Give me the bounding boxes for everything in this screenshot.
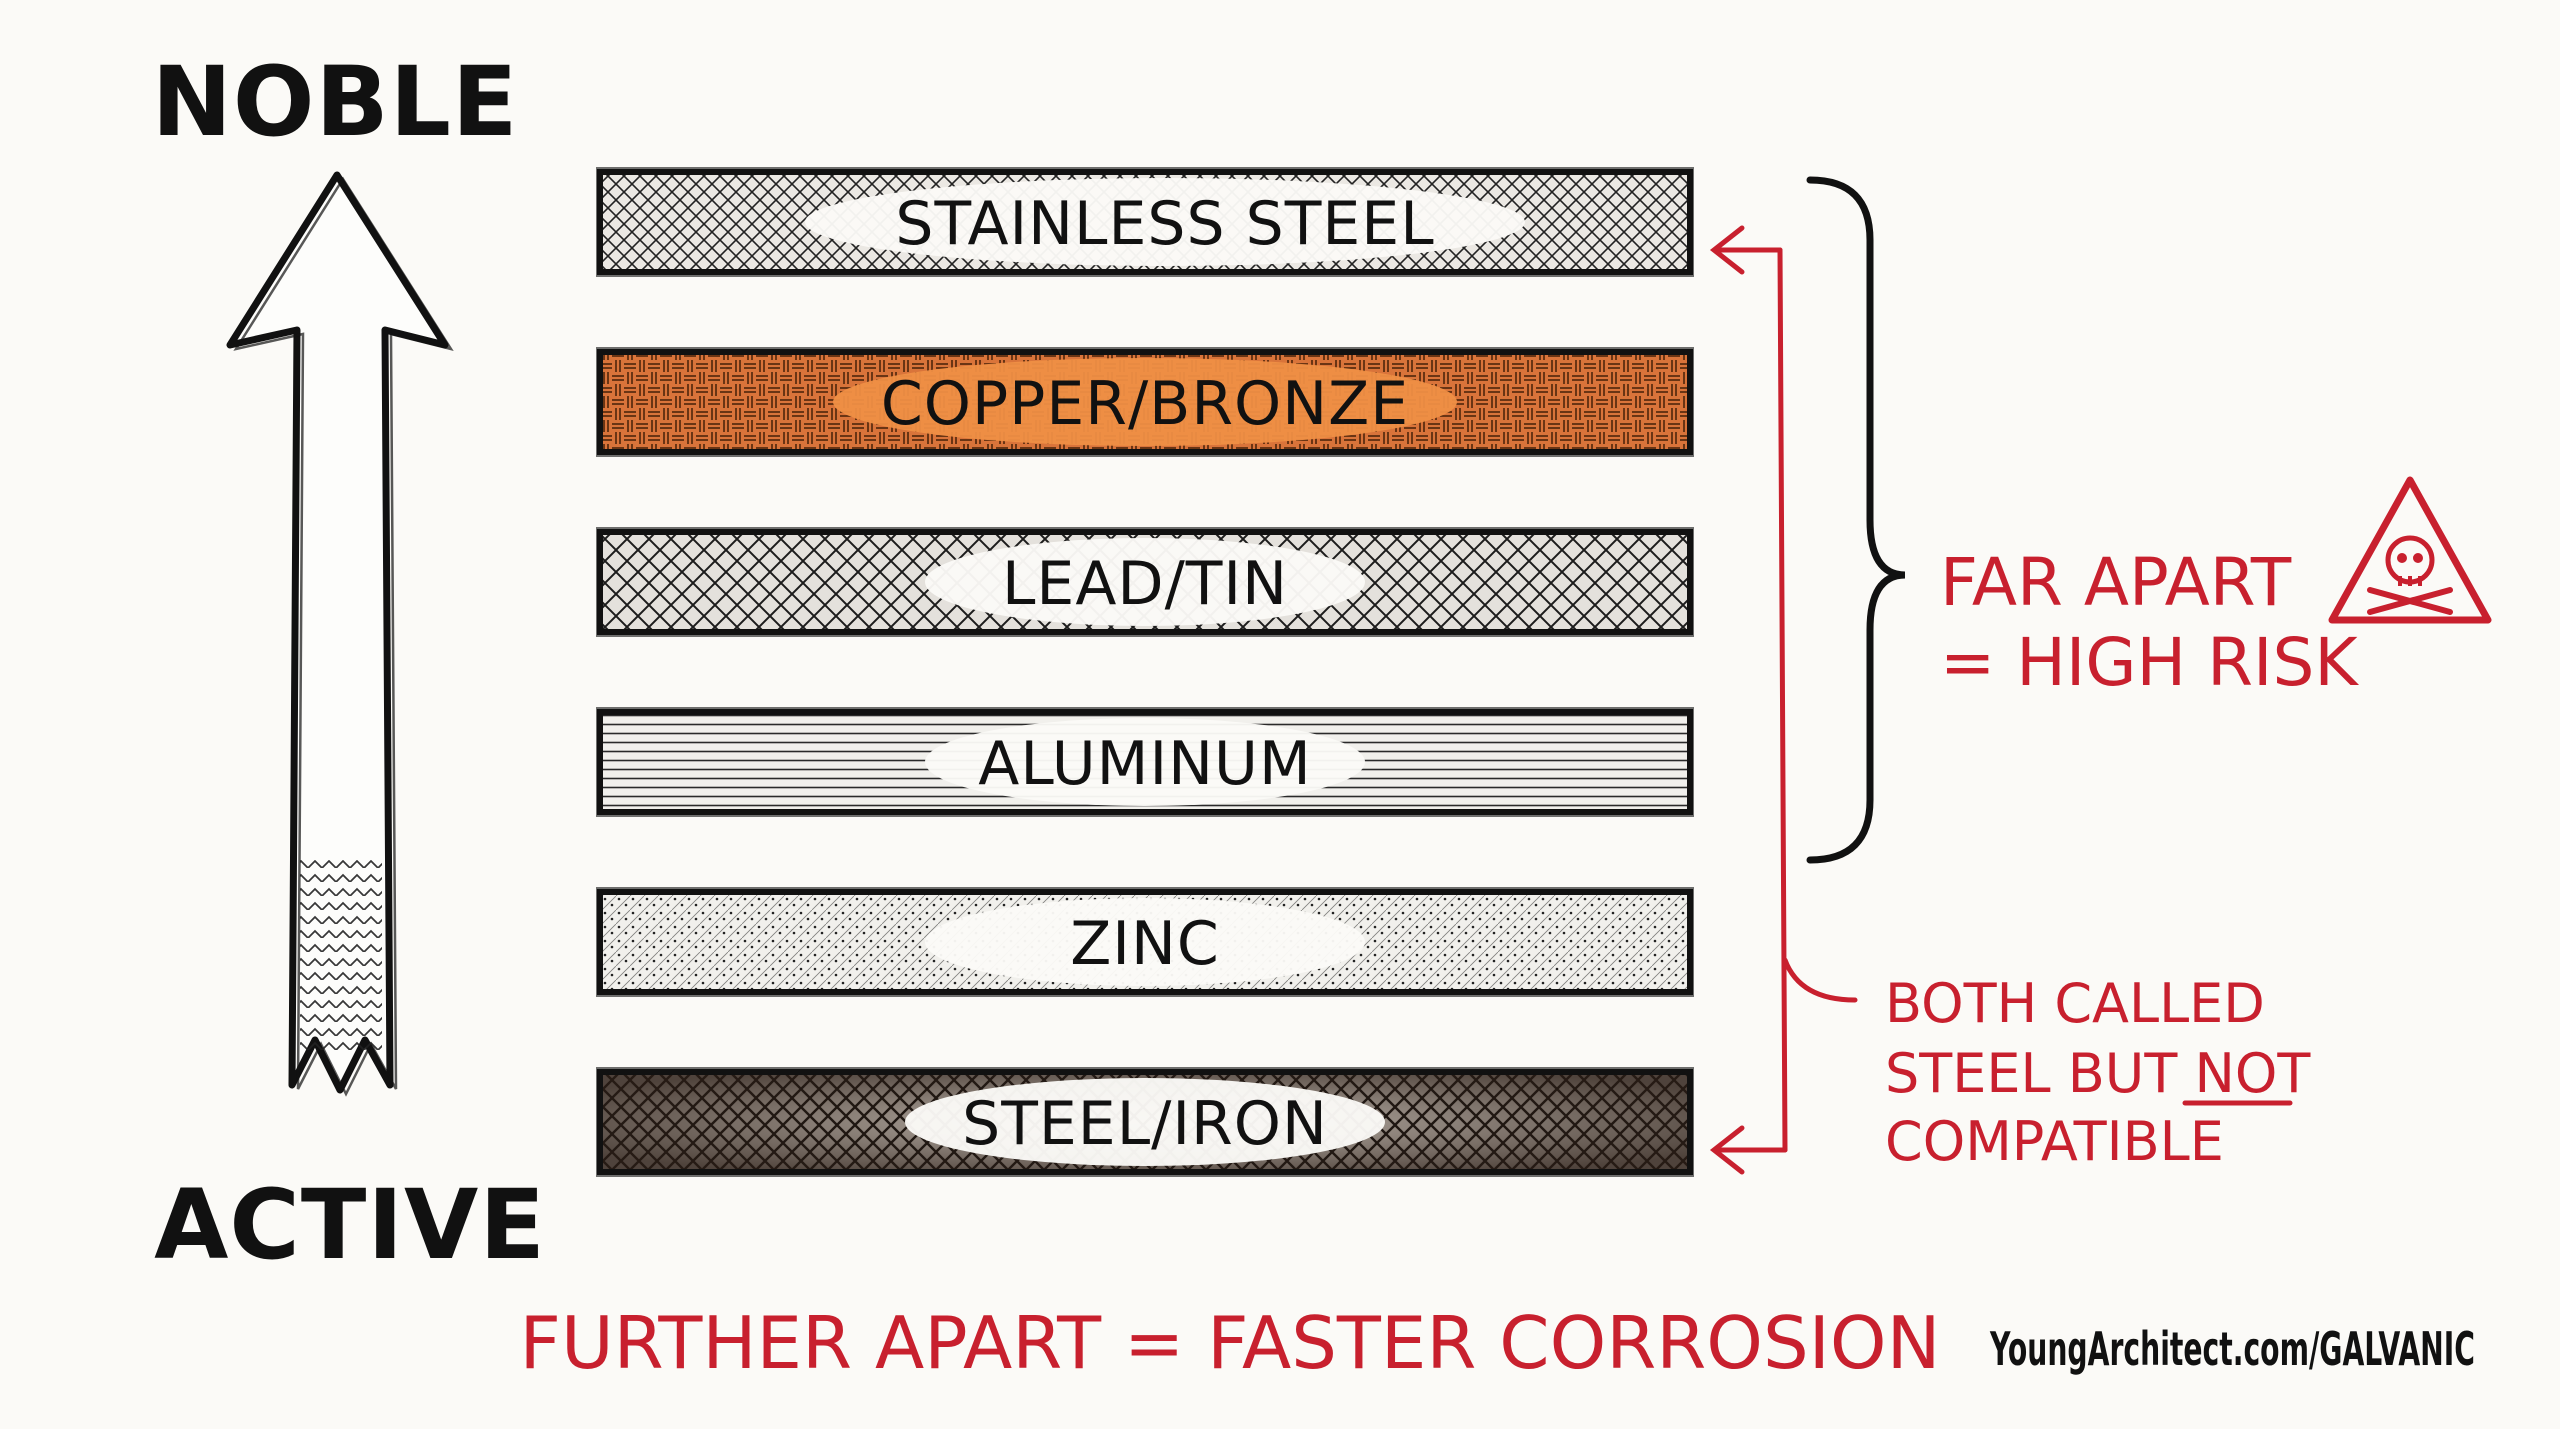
metal-bar-outline bbox=[597, 349, 1693, 455]
not-emphasis: NOT bbox=[2194, 1042, 2311, 1105]
footer-caption: FURTHER APART = FASTER CORROSION bbox=[520, 1301, 1941, 1385]
active-label: ACTIVE bbox=[154, 1169, 546, 1281]
metal-bar-stainless-steel: STAINLESS STEEL bbox=[596, 167, 1694, 277]
label-halo bbox=[925, 718, 1365, 806]
metal-label: LEAD/TIN bbox=[1002, 549, 1288, 619]
metal-bar-outline bbox=[597, 1069, 1693, 1175]
metal-label: COPPER/BRONZE bbox=[881, 369, 1409, 439]
metal-bar-copper-bronze: COPPER/BRONZE bbox=[596, 347, 1694, 457]
metal-label: STAINLESS STEEL bbox=[895, 189, 1434, 259]
metal-bar-outline-sketch bbox=[596, 1067, 1694, 1177]
both-called-label: BOTH CALLED bbox=[1885, 972, 2265, 1035]
far-apart-label: FAR APART bbox=[1940, 544, 2292, 621]
label-halo bbox=[833, 358, 1457, 446]
label-halo bbox=[925, 898, 1365, 986]
metal-bar-aluminum: ALUMINUM bbox=[596, 707, 1694, 817]
galvanic-series-list: STAINLESS STEEL COPPER/BRONZE LEAD/TIN ALUM… bbox=[596, 167, 1694, 1177]
metal-label: ALUMINUM bbox=[978, 729, 1311, 799]
curly-bracket bbox=[1806, 176, 1906, 864]
source-url: YoungArchitect.com/GALVANIC bbox=[1989, 1322, 2475, 1376]
steel-but-not-label: STEEL BUT NOT bbox=[1885, 1042, 2311, 1105]
label-halo bbox=[905, 1078, 1385, 1166]
label-halo bbox=[925, 538, 1365, 626]
up-arrow-icon bbox=[226, 171, 454, 1097]
metal-label: ZINC bbox=[1070, 909, 1220, 979]
metal-bar-steel-iron: STEEL/IRON bbox=[596, 1067, 1694, 1177]
metal-bar-outline bbox=[597, 169, 1693, 275]
metal-bar-outline-sketch bbox=[596, 707, 1694, 817]
compatible-label: COMPATIBLE bbox=[1885, 1110, 2224, 1173]
label-halo bbox=[805, 178, 1525, 266]
noble-label: NOBLE bbox=[152, 46, 519, 158]
metal-bar-lead-tin: LEAD/TIN bbox=[596, 527, 1694, 637]
metal-bar-zinc: ZINC bbox=[596, 887, 1694, 997]
metal-bar-outline bbox=[597, 889, 1693, 995]
metal-bar-outline bbox=[597, 529, 1693, 635]
metal-label: STEEL/IRON bbox=[962, 1089, 1328, 1159]
high-risk-label: = HIGH RISK bbox=[1940, 624, 2359, 701]
steel-comparison-arrow bbox=[1709, 225, 1858, 1175]
metal-bar-outline-sketch bbox=[596, 887, 1694, 997]
metal-bar-outline-sketch bbox=[596, 167, 1694, 277]
metal-bar-outline bbox=[597, 709, 1693, 815]
metal-bar-outline-sketch bbox=[596, 527, 1694, 637]
metal-bar-outline-sketch bbox=[596, 347, 1694, 457]
skull-warning-icon bbox=[2328, 476, 2492, 624]
